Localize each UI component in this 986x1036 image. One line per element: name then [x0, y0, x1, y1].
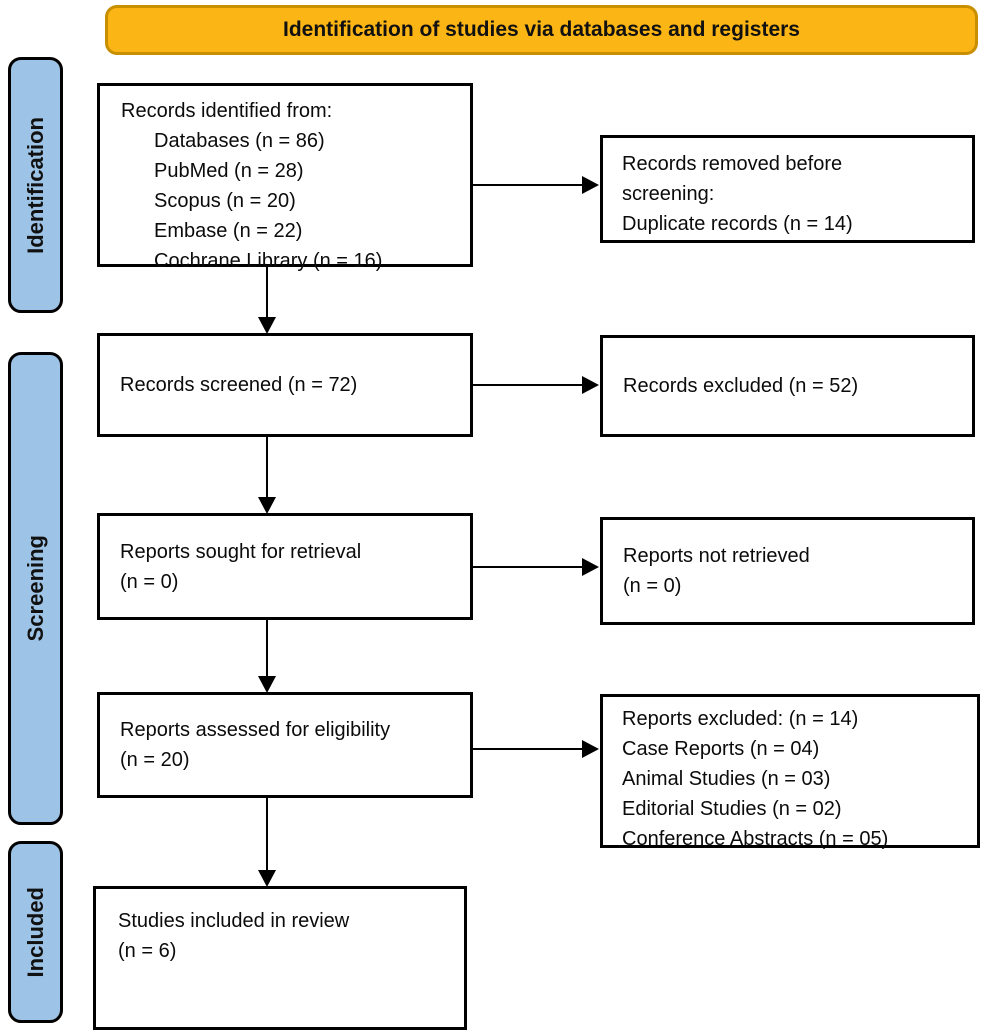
box-line: (n = 0) — [623, 575, 682, 597]
banner-title: Identification of studies via databases … — [283, 18, 800, 41]
box-line: Records screened (n = 72) — [120, 374, 358, 396]
box-studies-included: Studies included in review (n = 6) — [93, 886, 467, 1030]
box-line: Reports not retrieved — [623, 545, 810, 567]
box-line: Reports excluded: (n = 14) — [622, 708, 859, 730]
banner-identification-via-databases: Identification of studies via databases … — [105, 5, 978, 55]
box-line: Conference Abstracts (n = 05) — [622, 828, 889, 850]
arrow-assessed-to-included-head — [258, 870, 276, 887]
stage-label-screening: Screening — [8, 352, 63, 825]
arrow-sought-to-assessed-line — [266, 620, 268, 677]
box-line: (n = 0) — [120, 570, 179, 593]
arrow-identified-to-removed-head — [582, 176, 599, 194]
arrow-screened-to-excluded-line — [473, 384, 583, 386]
arrow-screened-to-excluded-head — [582, 376, 599, 394]
box-reports-assessed: Reports assessed for eligibility (n = 20… — [97, 692, 473, 798]
arrow-identified-to-screened-line — [266, 267, 268, 318]
box-reports-sought: Reports sought for retrieval (n = 0) — [97, 513, 473, 620]
box-line: Duplicate records (n = 14) — [622, 213, 853, 235]
box-line: Databases (n = 86) — [154, 130, 325, 152]
box-line: Scopus (n = 20) — [154, 190, 296, 212]
box-line: Embase (n = 22) — [154, 220, 303, 242]
box-line: Case Reports (n = 04) — [622, 738, 820, 760]
box-reports-not-retrieved: Reports not retrieved (n = 0) — [600, 517, 975, 625]
box-line: Records excluded (n = 52) — [623, 375, 859, 397]
box-line: Studies included in review — [118, 910, 350, 932]
box-line: Reports sought for retrieval — [120, 540, 362, 563]
box-line: Editorial Studies (n = 02) — [622, 798, 842, 820]
arrow-sought-to-not-retrieved-line — [473, 566, 583, 568]
box-line: (n = 6) — [118, 940, 177, 962]
box-line: screening: — [622, 183, 715, 205]
stage-label-included-text: Included — [22, 886, 48, 978]
box-reports-excluded: Reports excluded: (n = 14) Case Reports … — [600, 694, 980, 850]
box-line: PubMed (n = 28) — [154, 160, 304, 182]
box-records-excluded: Records excluded (n = 52) — [600, 335, 975, 437]
arrow-assessed-to-reports-excluded-line — [473, 748, 583, 750]
arrow-screened-to-sought-head — [258, 497, 276, 514]
arrow-identified-to-screened-head — [258, 317, 276, 334]
stage-label-identification: Identification — [8, 57, 63, 313]
box-line: (n = 20) — [120, 749, 190, 771]
arrow-assessed-to-reports-excluded-head — [582, 740, 599, 758]
stage-label-included: Included — [8, 841, 63, 1023]
box-records-removed-before-screening: Records removed before screening: Duplic… — [600, 135, 975, 243]
box-line: Animal Studies (n = 03) — [622, 768, 831, 790]
box-line: Records removed before — [622, 153, 843, 175]
arrow-assessed-to-included-line — [266, 798, 268, 871]
arrow-sought-to-assessed-head — [258, 676, 276, 693]
box-records-identified: Records identified from: Databases (n = … — [97, 83, 473, 272]
stage-label-screening-text: Screening — [22, 535, 48, 642]
box-line: Reports assessed for eligibility — [120, 719, 391, 741]
box-line: Cochrane Library (n = 16) — [154, 250, 383, 272]
arrow-sought-to-not-retrieved-head — [582, 558, 599, 576]
box-title: Records identified from: — [121, 100, 333, 122]
box-records-screened: Records screened (n = 72) — [97, 333, 473, 437]
arrow-identified-to-removed-line — [473, 184, 583, 186]
arrow-screened-to-sought-line — [266, 437, 268, 498]
stage-label-identification-text: Identification — [22, 116, 48, 254]
